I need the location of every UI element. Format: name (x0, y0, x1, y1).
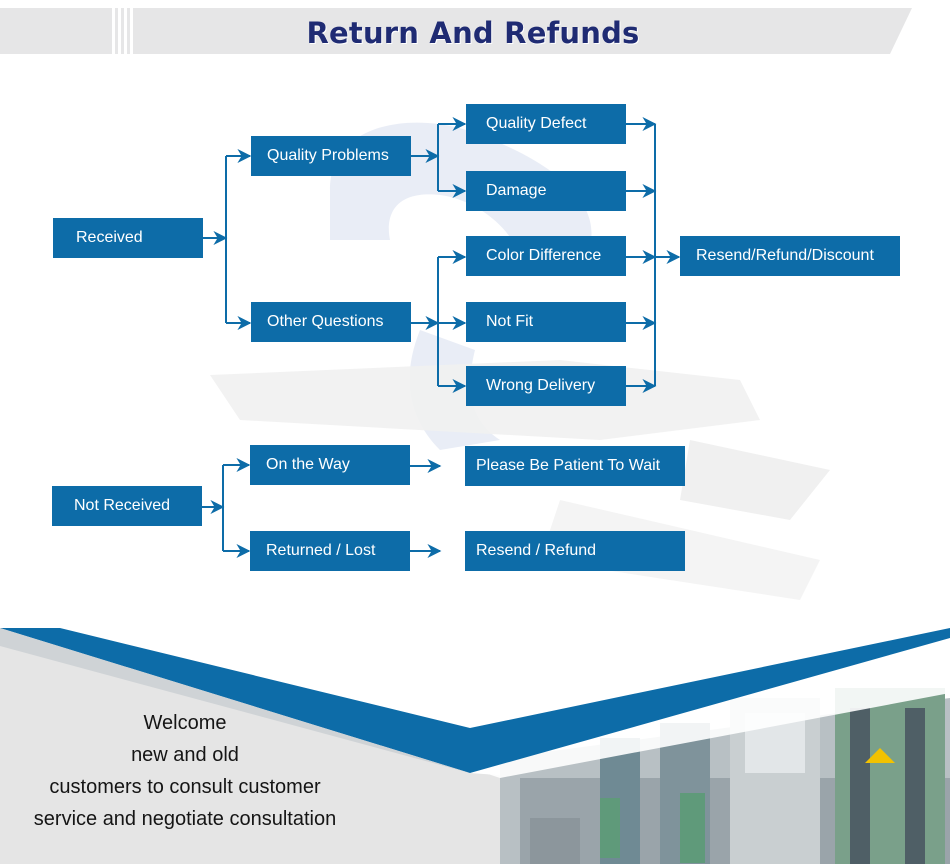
node-not-fit: Not Fit (466, 302, 626, 342)
node-wrong-delivery: Wrong Delivery (466, 366, 626, 406)
node-resend-refund-discount: Resend/Refund/Discount (680, 236, 900, 276)
welcome-line-1: Welcome (143, 712, 227, 734)
node-returned-lost: Returned / Lost (250, 531, 410, 571)
node-quality-problems: Quality Problems (251, 136, 411, 176)
flow-connectors (202, 117, 681, 558)
node-not-received: Not Received (52, 486, 202, 526)
node-on-the-way: On the Way (250, 445, 410, 485)
node-please-be-patient: Please Be Patient To Wait (465, 446, 685, 486)
node-received: Received (53, 218, 203, 258)
node-color-difference: Color Difference (466, 236, 626, 276)
page-title: Return And Refunds (306, 16, 640, 50)
welcome-line-3: customers to consult customer (49, 776, 321, 798)
node-damage: Damage (466, 171, 626, 211)
welcome-line-4: service and negotiate consultation (33, 808, 337, 830)
node-quality-defect: Quality Defect (466, 104, 626, 144)
header-banner: Return And Refunds (0, 8, 950, 54)
node-resend-refund: Resend / Refund (465, 531, 685, 571)
node-other-questions: Other Questions (251, 302, 411, 342)
footer-graphic (0, 628, 950, 864)
welcome-line-2: new and old (131, 744, 239, 766)
banner-background (0, 8, 912, 54)
